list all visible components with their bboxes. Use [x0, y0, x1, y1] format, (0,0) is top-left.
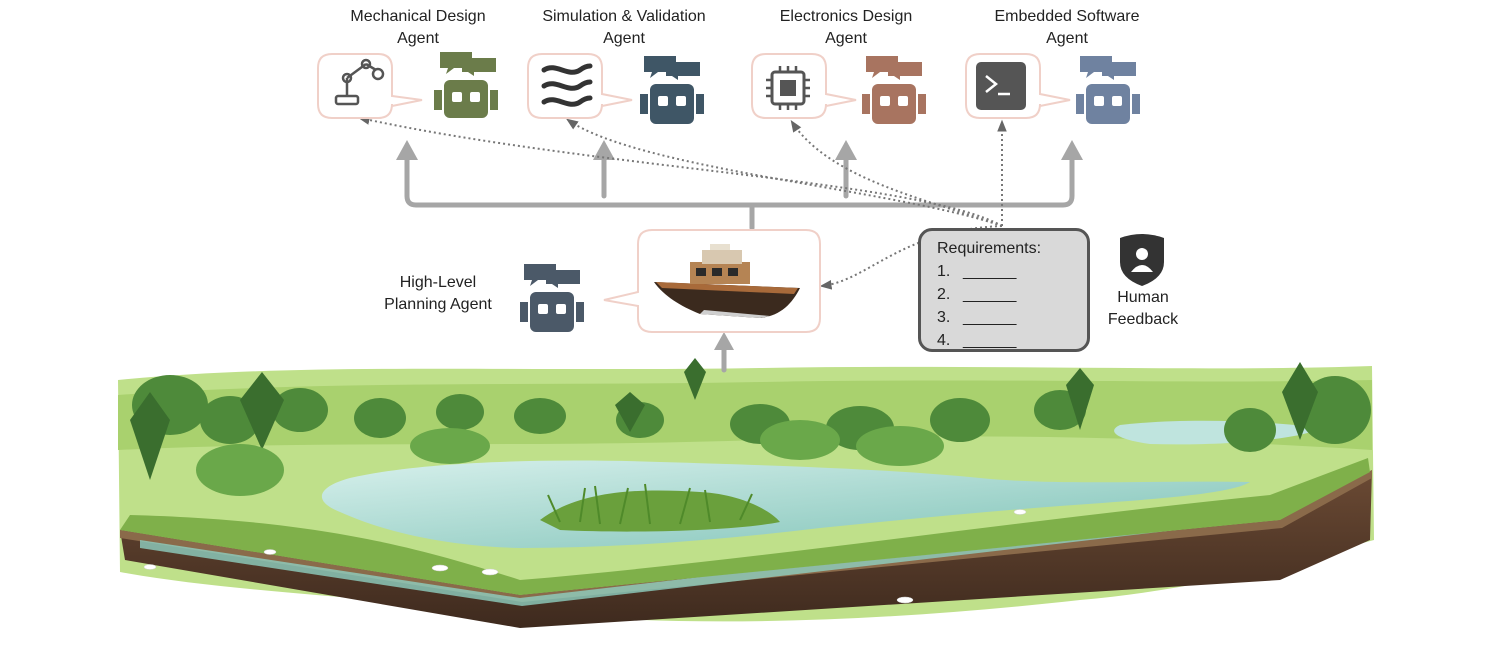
requirements-title: Requirements:	[937, 240, 1042, 257]
requirement-item: 2. ______	[937, 283, 1087, 306]
planner-title: High-Level	[399, 274, 477, 291]
human-feedback-label: Human Feedback	[1100, 287, 1186, 331]
mechanical-agent-title: Mechanical Design	[350, 8, 486, 25]
electronics-agent-subtitle: Agent	[825, 30, 867, 47]
simulation-agent-subtitle: Agent	[603, 30, 645, 47]
planner-subtitle: Planning Agent	[384, 296, 492, 313]
electronics-robot-icon	[862, 56, 926, 124]
mechanical-agent-label: Mechanical Design Agent	[330, 6, 506, 50]
planner-label: High-Level Planning Agent	[370, 272, 506, 316]
software-agent-title: Embedded Software	[994, 8, 1140, 25]
software-robot-icon	[1076, 56, 1140, 124]
simulation-validation-agent	[527, 53, 704, 124]
human-feedback-line1: Human	[1117, 289, 1169, 306]
terminal-icon	[976, 62, 1026, 110]
requirement-number: 4.	[937, 332, 951, 349]
human-feedback-line2: Feedback	[1107, 311, 1179, 328]
user-shield-icon	[1120, 234, 1164, 286]
requirement-value: ______	[963, 309, 1017, 326]
feedback-arrows	[357, 115, 1007, 290]
requirement-value: ______	[963, 286, 1017, 303]
requirement-value: ______	[963, 332, 1017, 349]
requirement-number: 3.	[937, 309, 951, 326]
planner-robot-icon	[520, 264, 584, 332]
embedded-software-agent	[965, 53, 1140, 124]
software-agent-subtitle: Agent	[1046, 30, 1088, 47]
mechanical-agent-subtitle: Agent	[397, 30, 439, 47]
dispatch-arrows	[404, 155, 1075, 373]
simulation-robot-icon	[640, 56, 704, 124]
electronics-agent-title: Electronics Design	[779, 8, 913, 25]
high-level-planning-agent	[520, 229, 821, 333]
arrow-heads	[396, 140, 1083, 350]
requirement-number: 2.	[937, 286, 951, 303]
software-agent-label: Embedded Software Agent	[976, 6, 1158, 50]
electronics-design-agent	[751, 53, 926, 124]
mechanical-speech-bubble	[317, 53, 423, 119]
wetland-landscape	[118, 358, 1374, 628]
chip-icon	[766, 66, 810, 110]
requirement-item: 4. ______	[937, 329, 1087, 352]
mechanical-design-agent	[317, 52, 498, 119]
requirements-box: Requirements: 1. ______ 2. ______ 3. ______…	[918, 228, 1090, 352]
requirement-number: 1.	[937, 263, 951, 280]
electronics-agent-label: Electronics Design Agent	[762, 6, 930, 50]
waves-icon	[541, 63, 593, 107]
requirement-item: 3. ______	[937, 306, 1087, 329]
mechanical-robot-icon	[434, 52, 498, 118]
simulation-agent-label: Simulation & Validation Agent	[518, 6, 730, 50]
requirement-value: ______	[963, 263, 1017, 280]
simulation-agent-title: Simulation & Validation	[542, 8, 706, 25]
robot-arm-icon	[334, 58, 385, 106]
boat-icon	[654, 244, 800, 318]
requirement-item: 1. ______	[937, 260, 1087, 283]
